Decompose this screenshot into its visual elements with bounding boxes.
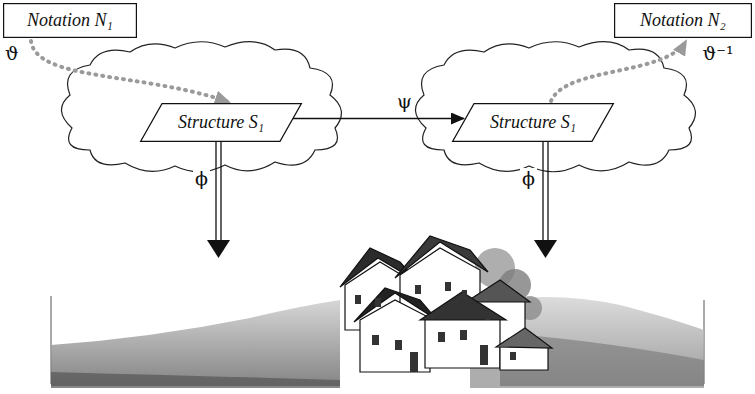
map-symbol-label: ϕ <box>193 168 210 189</box>
structure-parallelogram: Structure S₁ <box>140 103 302 142</box>
dotted-mapping-arrow <box>31 41 229 102</box>
notation-box: Notation N₂ <box>614 3 752 38</box>
structure-parallelogram: Structure S₁ <box>452 103 614 142</box>
notation-label: Notation N₁ <box>27 10 113 31</box>
landscape-illustration <box>51 236 704 388</box>
notation-box: Notation N₁ <box>3 3 137 38</box>
cloud-outline <box>61 42 695 172</box>
mapping-arrow <box>289 118 464 120</box>
phi-arrow <box>207 142 557 258</box>
mapping-label: ψ <box>395 91 414 112</box>
structure-label: Structure S₁ <box>178 112 264 133</box>
dotted-mapping-arrow <box>551 41 686 101</box>
structure-label: Structure S₁ <box>490 112 576 133</box>
mapping-label: ϑ⁻¹ <box>700 43 735 64</box>
notation-label: Notation N₂ <box>640 10 726 31</box>
mapping-label: ϑ <box>3 43 21 64</box>
map-symbol-label: ϕ <box>520 168 537 189</box>
